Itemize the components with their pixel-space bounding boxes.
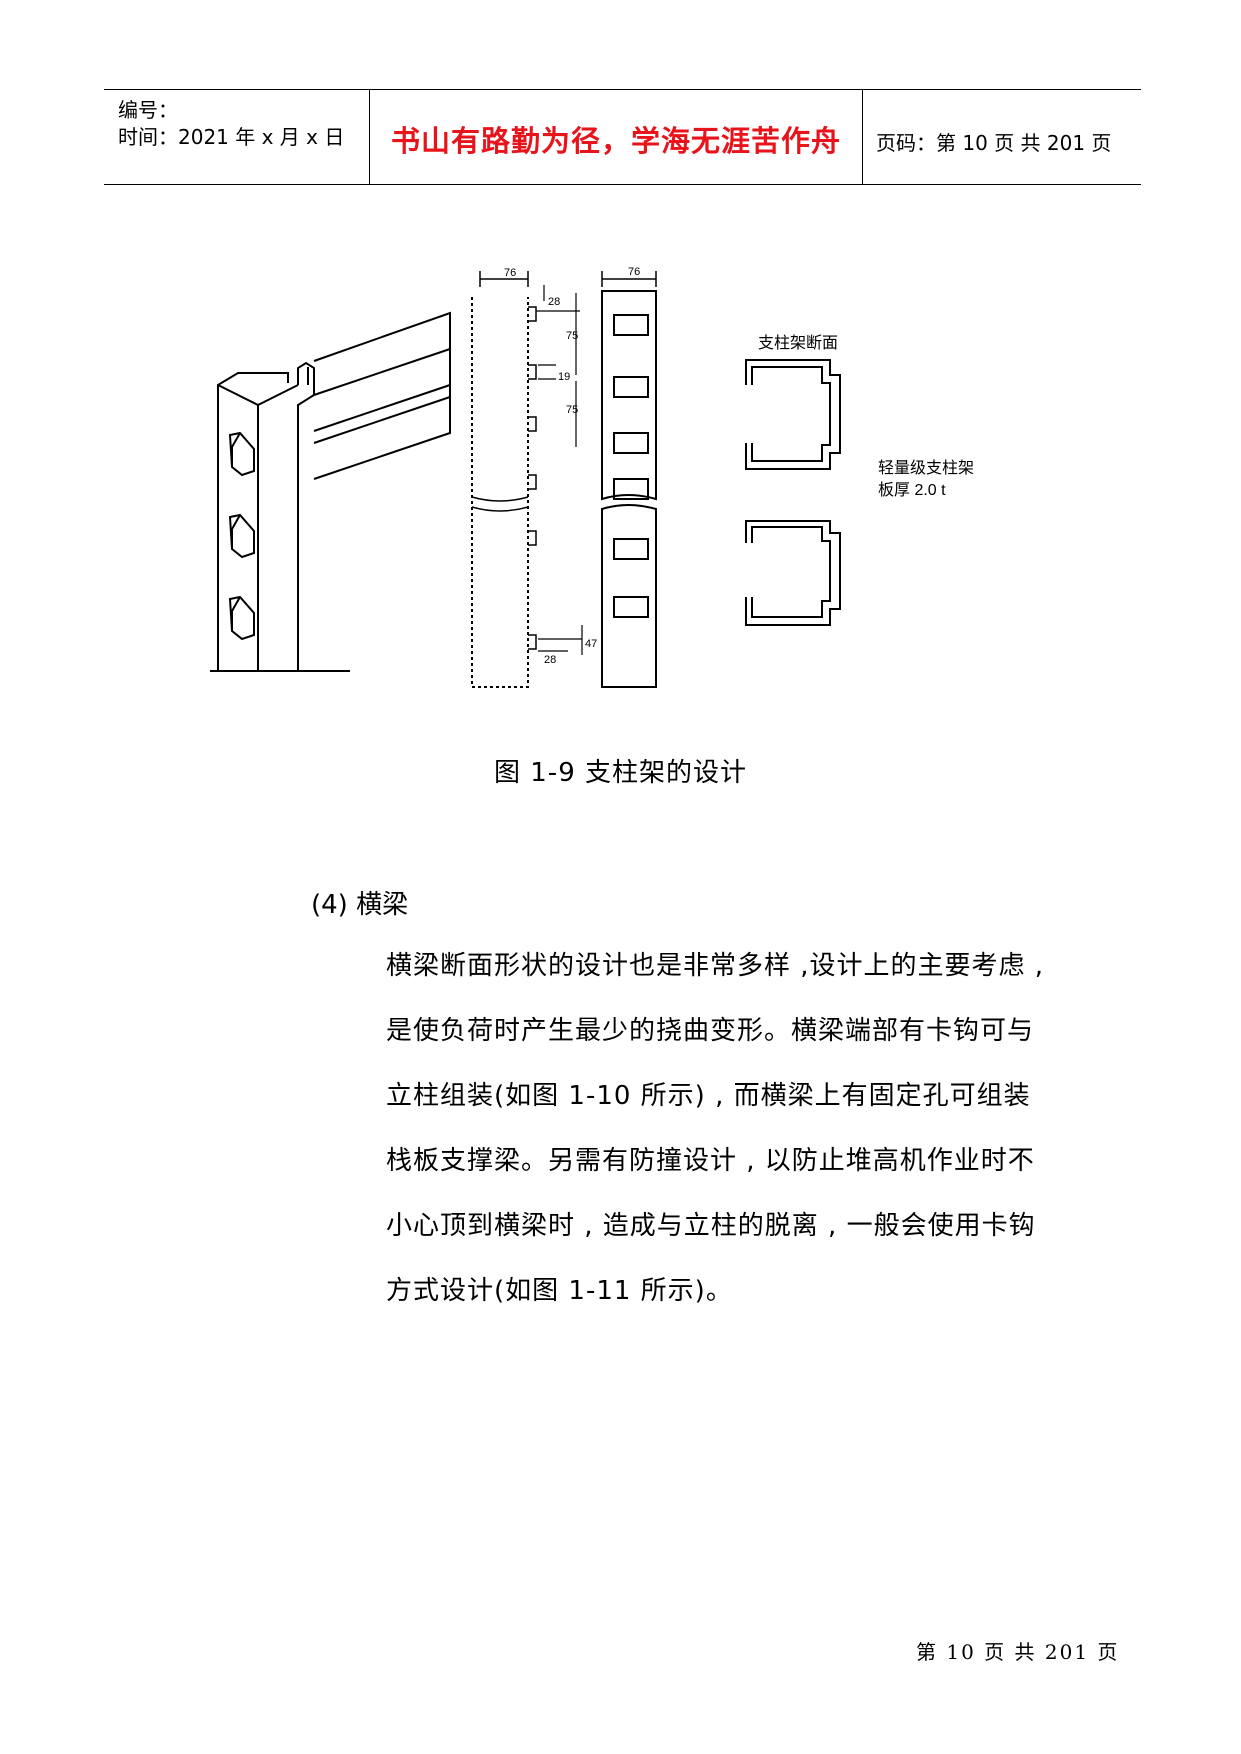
document-time-label: 时间：2021 年 x 月 x 日 xyxy=(118,125,345,149)
document-number-label: 编号： xyxy=(118,98,178,122)
pillar-front-view xyxy=(601,271,657,688)
paragraph-line: 小心顶到横梁时 , 造成与立柱的脱离 , 一般会使用卡钩 xyxy=(386,1211,1036,1241)
section-label: 支柱架断面 xyxy=(758,334,838,352)
header-motto-cell: 书山有路勤为径，学海无涯苦作舟 xyxy=(369,90,863,184)
pillar-cross-sections xyxy=(745,359,841,626)
paragraph-line: 是使负荷时产生最少的挠曲变形。横梁端部有卡钩可与 xyxy=(386,1016,1035,1046)
paragraph-line: 方式设计(如图 1-11 所示)。 xyxy=(386,1276,733,1306)
plate-thickness-label: 板厚 2.0 t xyxy=(878,481,946,499)
pillar-side-view xyxy=(471,271,583,688)
figure-caption: 图 1-9 支柱架的设计 xyxy=(494,758,747,788)
page-header: 编号： 时间：2021 年 x 月 x 日 书山有路勤为径，学海无涯苦作舟 页码… xyxy=(104,89,1141,185)
section-heading: (4) 横梁 xyxy=(311,890,409,920)
header-motto: 书山有路勤为径，学海无涯苦作舟 xyxy=(390,124,841,158)
header-page-info: 页码：第 10 页 共 201 页 xyxy=(876,131,1112,155)
dim-label: 76 xyxy=(504,267,516,279)
header-meta-cell: 编号： 时间：2021 年 x 月 x 日 xyxy=(104,90,369,184)
dim-label: 19 xyxy=(558,371,570,383)
dim-label: 75 xyxy=(566,330,578,342)
dim-label: 28 xyxy=(548,296,560,308)
dim-label: 76 xyxy=(628,266,640,278)
paragraph-line: 立柱组装(如图 1-10 所示) , 而横梁上有固定孔可组装 xyxy=(386,1081,1031,1111)
header-page-cell: 页码：第 10 页 共 201 页 xyxy=(862,90,1141,184)
dim-label: 28 xyxy=(544,654,556,666)
dim-label: 75 xyxy=(566,404,578,416)
body-paragraph: 横梁断面形状的设计也是非常多样 ,设计上的主要考虑 , 是使负荷时产生最少的挠曲… xyxy=(386,934,1106,1324)
pillar-perspective-drawing xyxy=(210,311,451,672)
light-pillar-label: 轻量级支柱架 xyxy=(878,459,974,477)
paragraph-line: 栈板支撑梁。另需有防撞设计 , 以防止堆高机作业时不 xyxy=(386,1146,1035,1176)
pillar-design-figure: 76 76 28 75 19 75 47 28 支柱架断面 轻量级支柱架 板厚 … xyxy=(210,266,974,688)
page-footer: 第 10 页 共 201 页 xyxy=(916,1640,1120,1664)
dim-label: 47 xyxy=(585,638,597,650)
paragraph-line: 横梁断面形状的设计也是非常多样 ,设计上的主要考虑 , xyxy=(386,951,1045,981)
